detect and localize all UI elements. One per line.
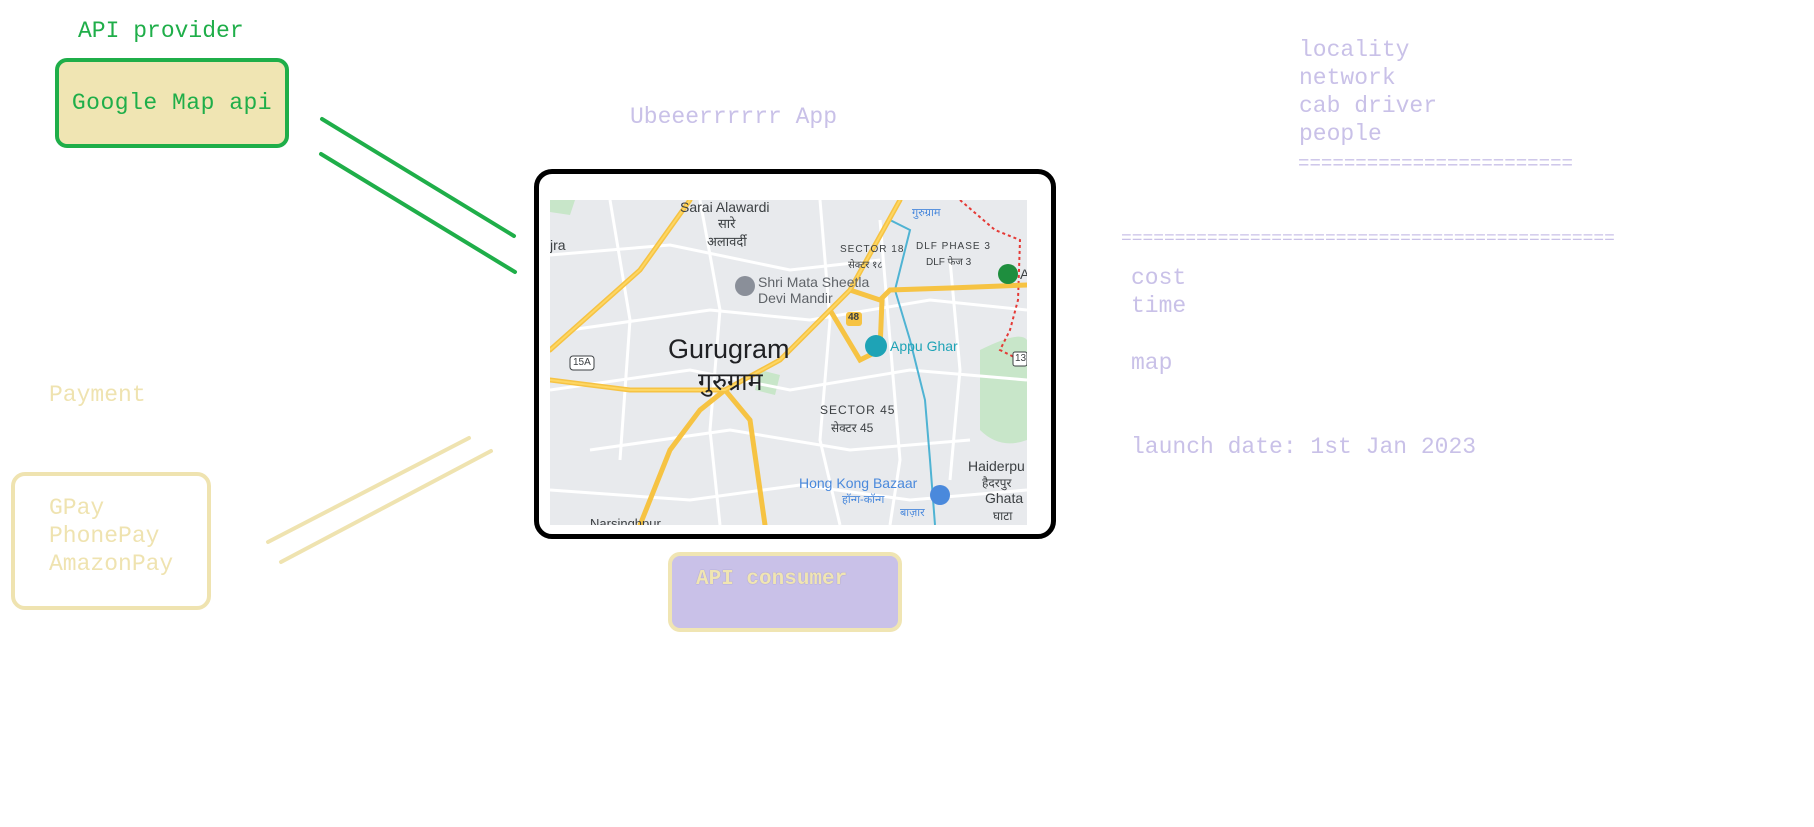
map-label-hongkong-local-1: हॉन्ग-कॉन्ग xyxy=(842,494,885,506)
map-label-a-edge: A xyxy=(1020,266,1027,282)
separator-long: ========================================… xyxy=(1121,229,1615,249)
app-title: Ubeeerrrrrr App xyxy=(630,104,838,130)
payment-method-phonepay: PhonePay xyxy=(49,523,160,549)
api-consumer-label: API consumer xyxy=(696,568,848,591)
map-label-haiderpur-local: हैदरपुर xyxy=(982,476,1012,490)
launch-date: launch date: 1st Jan 2023 xyxy=(1131,434,1477,460)
separator-short: ======================== xyxy=(1298,153,1573,175)
provider-connector-line-2 xyxy=(319,152,517,274)
map-label-hongkong: Hong Kong Bazaar xyxy=(799,475,918,491)
map-label-sector45: SECTOR 45 xyxy=(820,403,896,417)
api-consumer-box: API consumer xyxy=(668,552,902,632)
highway-48-shield xyxy=(846,312,862,326)
map-label-dlf: DLF PHASE 3 xyxy=(916,241,991,252)
map-label-sector18-local: सेक्टर १८ xyxy=(848,260,883,271)
map-label-ghata-local: घाटा xyxy=(993,509,1013,523)
payment-title: Payment xyxy=(49,382,146,408)
detail-cost: cost xyxy=(1131,265,1187,291)
map-label-jra: jra xyxy=(550,237,566,253)
payment-method-amazonpay: AmazonPay xyxy=(49,551,174,577)
map-label-haiderpur: Haiderpu xyxy=(968,458,1025,474)
map-label-dlf-local: DLF फेज 3 xyxy=(926,257,972,268)
google-map-api-label: Google Map api xyxy=(71,90,273,116)
map-label-sector18: SECTOR 18 xyxy=(840,244,905,255)
map-graphic xyxy=(550,200,1027,525)
map-label-highway-15a: 15A xyxy=(573,357,591,368)
detail-time: time xyxy=(1131,293,1187,319)
payment-methods-box xyxy=(11,472,211,610)
payment-connector-line-2 xyxy=(279,449,493,564)
app-device-frame: Sarai Alawardi सारे अलावर्दी jra SECTOR … xyxy=(534,169,1056,539)
park-area-small xyxy=(755,370,780,395)
note-people: people xyxy=(1299,121,1382,147)
map-label-highway-13: 13 xyxy=(1015,353,1027,364)
payment-connector-line-1 xyxy=(266,436,471,544)
map-label-ghata: Ghata xyxy=(985,490,1024,506)
temple-marker xyxy=(735,276,755,296)
map-label-appu: Appu Ghar xyxy=(890,338,958,354)
google-map-api-box: Google Map api xyxy=(55,58,289,148)
map-label-narsinghpur: Narsinghpur xyxy=(590,516,661,525)
appu-ghar-marker xyxy=(865,335,887,357)
park-area-top xyxy=(550,200,575,215)
note-cab-driver: cab driver xyxy=(1299,93,1438,119)
map-city-name: Gurugram xyxy=(668,334,790,364)
map-label-sector45-local: सेक्टर 45 xyxy=(831,421,874,435)
map-label-sarai-local-2: अलावर्दी xyxy=(707,234,747,249)
provider-connector-line-1 xyxy=(320,117,516,238)
boundary-line xyxy=(959,200,1022,361)
map-view[interactable]: Sarai Alawardi सारे अलावर्दी jra SECTOR … xyxy=(550,200,1027,525)
api-provider-title: API provider xyxy=(78,18,244,44)
map-label-highway-48: 48 xyxy=(848,312,860,323)
metro-line xyxy=(888,200,936,525)
map-label-temple: Shri Mata Sheetla xyxy=(758,274,870,290)
highway-13-shield xyxy=(1012,351,1027,367)
map-city-name-local: गुरुग्राम xyxy=(698,368,763,396)
map-label-hongkong-local-2: बाज़ार xyxy=(900,507,925,519)
park-marker xyxy=(998,264,1018,284)
highway-15a-shield xyxy=(569,355,595,371)
map-label-sarai-local-1: सारे xyxy=(718,216,736,231)
map-label-temple-2: Devi Mandir xyxy=(758,290,833,306)
hong-kong-bazaar-marker xyxy=(930,485,950,505)
detail-map: map xyxy=(1131,350,1173,376)
map-label-gurugram-local-top: गुरुग्राम xyxy=(912,207,941,219)
map-label-sarai: Sarai Alawardi xyxy=(680,200,770,215)
note-locality: locality xyxy=(1299,37,1410,63)
note-network: network xyxy=(1299,65,1396,91)
payment-method-gpay: GPay xyxy=(49,495,105,521)
